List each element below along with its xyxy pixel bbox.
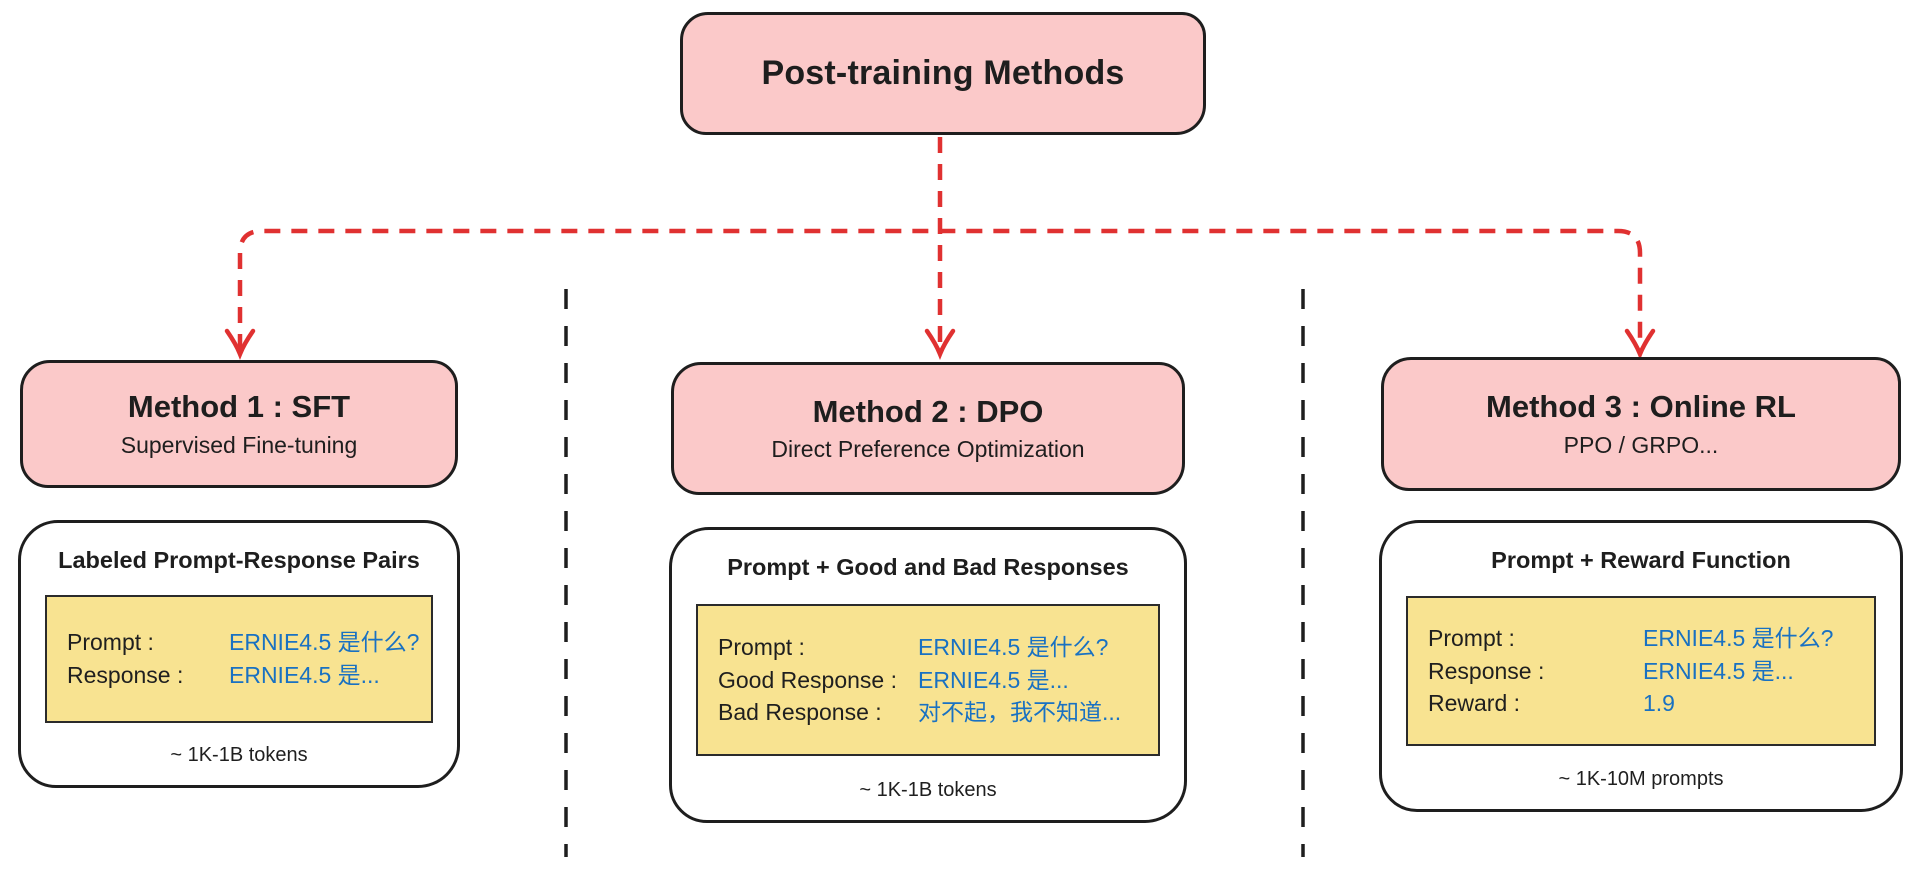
- example-box-sft: Prompt : ERNIE4.5 是什么? Response : ERNIE4…: [45, 595, 433, 723]
- example-row-value: ERNIE4.5 是...: [1643, 657, 1794, 684]
- data-card-online-rl: Prompt + Reward Function Prompt : ERNIE4…: [1379, 520, 1903, 812]
- example-row: Good Response : ERNIE4.5 是...: [718, 664, 1138, 697]
- example-row: Response : ERNIE4.5 是...: [67, 659, 411, 692]
- example-row: Bad Response : 对不起，我不知道...: [718, 696, 1138, 729]
- data-card-heading: Prompt + Good and Bad Responses: [727, 554, 1129, 580]
- example-row: Prompt : ERNIE4.5 是什么?: [1428, 622, 1854, 655]
- data-card-heading: Labeled Prompt-Response Pairs: [58, 547, 420, 573]
- example-row-value: 1.9: [1643, 690, 1675, 717]
- example-row-value: ERNIE4.5 是...: [229, 662, 380, 688]
- method-title: Method 3 : Online RL: [1486, 389, 1796, 425]
- arrowhead-down-icon-rl: [1624, 328, 1656, 361]
- root-node: Post-training Methods: [680, 12, 1206, 135]
- example-row: Prompt : ERNIE4.5 是什么?: [718, 631, 1138, 664]
- arrowhead-down-icon-dpo: [924, 328, 956, 361]
- branch-rail-connector: [237, 228, 1643, 350]
- example-box-dpo: Prompt : ERNIE4.5 是什么? Good Response : E…: [696, 604, 1160, 756]
- method-title: Method 2 : DPO: [812, 393, 1044, 429]
- example-row-label: Prompt :: [718, 634, 805, 661]
- example-row-label: Response :: [1428, 657, 1545, 684]
- example-row-label: Good Response :: [718, 666, 898, 693]
- example-row-label: Response :: [67, 662, 184, 688]
- method-subtitle: PPO / GRPO...: [1563, 431, 1719, 458]
- data-card-heading: Prompt + Reward Function: [1491, 547, 1791, 573]
- example-row: Response : ERNIE4.5 是...: [1428, 655, 1854, 688]
- example-row-label: Prompt :: [1428, 625, 1515, 652]
- method-node-sft: Method 1 : SFT Supervised Fine-tuning: [20, 360, 458, 488]
- scale-note-dpo: ~ 1K-1B tokens: [859, 779, 997, 801]
- example-row: Prompt : ERNIE4.5 是什么?: [67, 626, 419, 659]
- method-subtitle: Direct Preference Optimization: [771, 436, 1085, 463]
- method-node-dpo: Method 2 : DPO Direct Preference Optimiz…: [671, 362, 1185, 495]
- example-row: Reward : 1.9: [1428, 687, 1854, 720]
- example-row-label: Prompt :: [67, 629, 154, 656]
- example-row-label: Reward :: [1428, 690, 1521, 717]
- example-row-value: ERNIE4.5 是...: [918, 666, 1069, 693]
- scale-note-online-rl: ~ 1K-10M prompts: [1558, 768, 1724, 790]
- example-box-online-rl: Prompt : ERNIE4.5 是什么? Response : ERNIE4…: [1406, 596, 1876, 746]
- example-row-value: ERNIE4.5 是什么?: [918, 634, 1109, 661]
- example-row-value: ERNIE4.5 是什么?: [229, 629, 420, 656]
- method-subtitle: Supervised Fine-tuning: [120, 431, 358, 458]
- scale-note-sft: ~ 1K-1B tokens: [170, 744, 308, 766]
- example-row-label: Bad Response :: [718, 699, 882, 726]
- example-row-value: ERNIE4.5 是什么?: [1643, 625, 1834, 652]
- data-card-dpo: Prompt + Good and Bad Responses Prompt :…: [669, 527, 1187, 823]
- root-node-title: Post-training Methods: [761, 54, 1125, 92]
- method-title: Method 1 : SFT: [127, 389, 351, 425]
- data-card-sft: Labeled Prompt-Response Pairs Prompt : E…: [18, 520, 460, 788]
- method-node-online-rl: Method 3 : Online RL PPO / GRPO...: [1381, 357, 1901, 491]
- example-row-value: 对不起，我不知道...: [918, 699, 1122, 726]
- arrowhead-down-icon-sft: [224, 328, 256, 361]
